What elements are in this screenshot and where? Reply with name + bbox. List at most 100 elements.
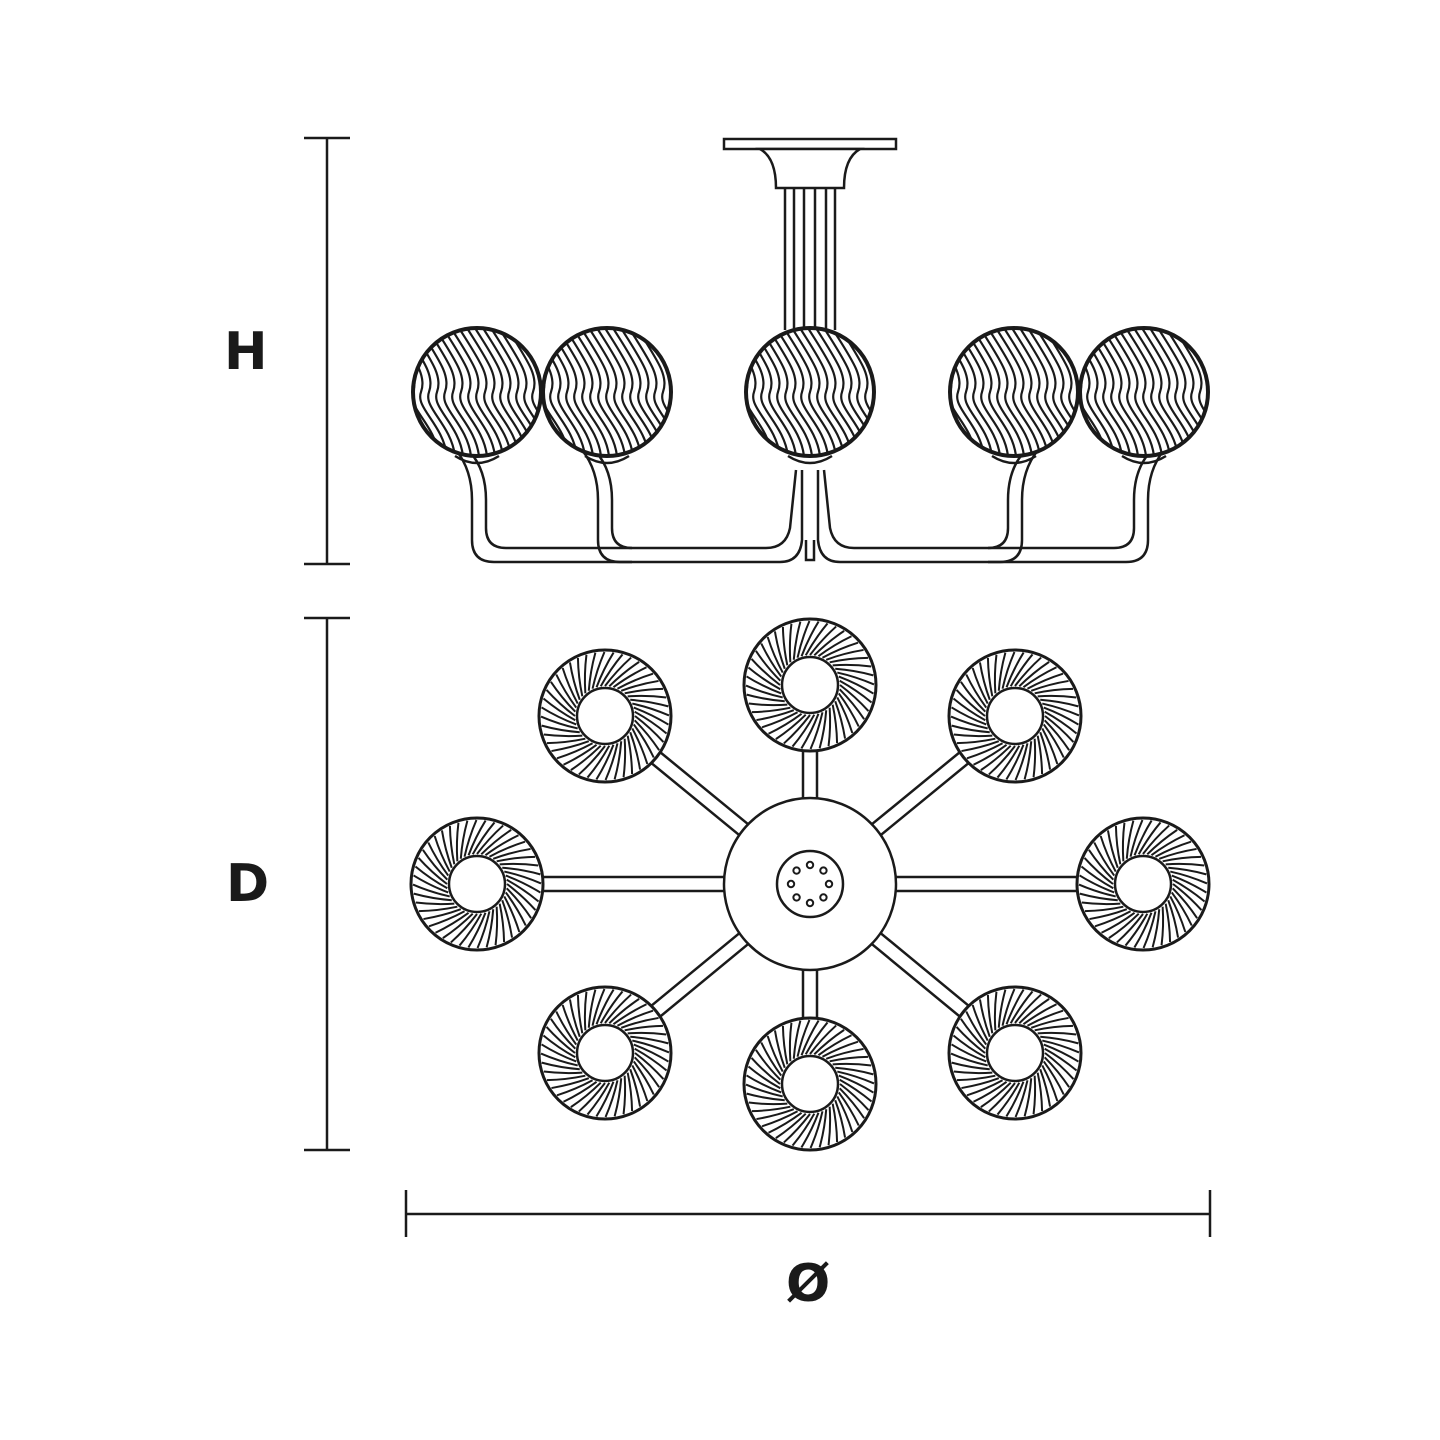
globe-rib: [435, 911, 470, 934]
side-globe: [948, 326, 1080, 458]
globe-rib: [620, 679, 659, 692]
globe-rib: [1121, 822, 1126, 862]
globe-rib: [498, 328, 541, 456]
globe-rib: [950, 328, 978, 456]
globe-rib: [596, 328, 651, 456]
globe-rib: [494, 906, 499, 946]
globe-neck: [584, 454, 630, 465]
globe-rib: [1042, 1039, 1080, 1054]
globe-rib: [541, 706, 577, 726]
globe-rib: [809, 1111, 824, 1149]
globe-rib: [631, 727, 649, 765]
globe-rib: [1171, 887, 1198, 919]
globe-rib: [499, 862, 539, 867]
globe-rib: [1009, 990, 1034, 1024]
globe-rib: [631, 1064, 649, 1102]
top-globe: [537, 985, 673, 1121]
globe-rib: [492, 847, 531, 860]
globe-rib: [448, 825, 456, 865]
globe-rib: [1043, 1043, 1079, 1063]
globe-rib: [987, 328, 1042, 456]
globe-rib: [624, 687, 664, 695]
globe-rib: [1001, 651, 1016, 689]
globe-rib: [634, 715, 665, 743]
globe-rib: [572, 328, 627, 456]
globe-rib: [355, 328, 407, 456]
globe-rib: [568, 662, 581, 701]
globe-rib: [1142, 824, 1170, 855]
globe-rib: [996, 1082, 1021, 1116]
globe-rib: [1101, 328, 1156, 456]
side-globe: [672, 326, 876, 458]
globe-rib: [1034, 687, 1074, 695]
canopy-hole: [805, 860, 815, 870]
globe-rib: [1160, 906, 1165, 946]
globe-rib: [551, 740, 590, 753]
globe-rib: [1129, 819, 1144, 857]
globe-rib: [837, 671, 875, 686]
globe-rib: [672, 328, 724, 456]
globe-rib: [1042, 723, 1065, 758]
globe-rib: [633, 719, 660, 751]
globe-rib: [505, 874, 541, 894]
globe-rib: [955, 689, 986, 717]
globe-rib: [693, 328, 745, 456]
globe-rib: [1003, 328, 1058, 456]
globe-rib: [450, 913, 478, 944]
globe-rib: [413, 328, 441, 456]
globe-rib: [586, 745, 611, 779]
globe-rib: [1039, 731, 1052, 770]
globe-rim: [409, 816, 545, 952]
globe-rib: [1022, 1003, 1057, 1026]
globe-rib: [1018, 661, 1050, 688]
globe-rib: [347, 328, 399, 456]
globe-rib: [831, 1103, 839, 1143]
globe-rib: [745, 684, 783, 699]
globe-opening: [447, 854, 507, 914]
globe-rib: [988, 745, 1016, 776]
globe-neck: [1121, 454, 1167, 465]
globe-rib: [809, 625, 837, 656]
globe-rib: [980, 744, 1012, 771]
side-view-globes: [331, 326, 1210, 458]
globe-opening: [1113, 854, 1173, 914]
globe-rib: [422, 849, 449, 881]
globe-rib: [1009, 653, 1034, 687]
globe-rib: [1081, 901, 1121, 906]
globe-rib: [1080, 328, 1108, 456]
globe-rib: [418, 905, 458, 913]
globe-rib: [768, 1111, 803, 1134]
globe-rib: [1044, 710, 1078, 735]
globe-rib: [788, 623, 793, 663]
globe-rib: [591, 988, 606, 1026]
globe-rib: [951, 1061, 990, 1071]
globe-rib: [541, 1043, 577, 1063]
globe-rib: [540, 1052, 578, 1067]
globe-rib: [832, 663, 872, 668]
globe-rib: [426, 328, 481, 456]
globe-rib: [1088, 849, 1115, 881]
globe-rib: [331, 328, 383, 456]
globe-rib: [583, 654, 588, 694]
globe-rib: [504, 870, 542, 885]
globe-rib: [616, 672, 654, 690]
globe-rib: [836, 696, 854, 734]
globe-rib: [838, 688, 865, 720]
globe-rib: [1026, 672, 1064, 690]
globe-rib: [608, 998, 640, 1025]
globe-rib: [951, 724, 990, 734]
side-view-arm: [988, 451, 1151, 550]
globe-rib: [604, 743, 619, 781]
globe-rib: [1042, 702, 1080, 717]
globe-rib: [1079, 874, 1115, 894]
globe-rib: [1043, 706, 1079, 726]
globe-rib: [1168, 866, 1207, 876]
globe-neck: [787, 454, 833, 465]
globe-rib: [1164, 903, 1172, 943]
globe-rib: [1014, 993, 1042, 1024]
globe-rib: [838, 1074, 874, 1094]
globe-rib: [827, 707, 832, 747]
globe-rib: [978, 999, 991, 1038]
globe-rib: [563, 1080, 598, 1103]
globe-rib: [832, 1062, 872, 1067]
